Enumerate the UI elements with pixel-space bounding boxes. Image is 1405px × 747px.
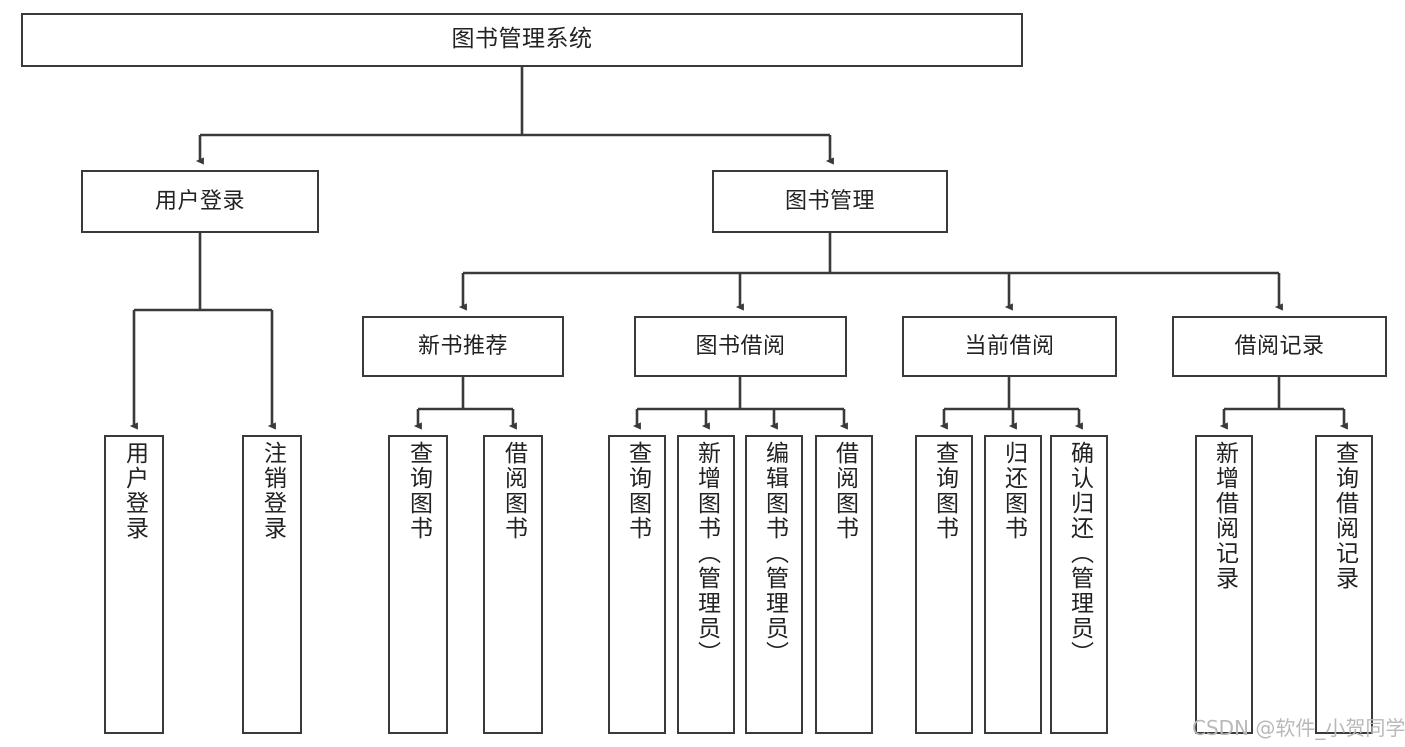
leaf-new-book-query[interactable]: 查询图书 [388, 435, 448, 734]
leaf-new-book-borrow[interactable]: 借阅图书 [483, 435, 543, 734]
node-label: 新书推荐 [417, 333, 508, 359]
leaf-return-book[interactable]: 归还图书 [984, 435, 1042, 734]
leaf-logout[interactable]: 注销登录 [242, 435, 302, 734]
node-label: 借阅图书 [831, 441, 858, 541]
node-book-management[interactable]: 图书管理 [712, 170, 948, 233]
node-label: 注销登录 [259, 441, 286, 541]
node-label: 查询借阅记录 [1331, 441, 1358, 591]
node-user-login[interactable]: 用户登录 [81, 170, 319, 233]
node-label: 编辑图书（管理员） [761, 441, 788, 666]
node-root-system[interactable]: 图书管理系统 [21, 13, 1023, 67]
node-label: 借阅图书 [500, 441, 527, 541]
node-label: 用户登录 [121, 441, 148, 541]
leaf-borrow-book[interactable]: 借阅图书 [815, 435, 873, 734]
node-label: 图书借阅 [695, 333, 786, 359]
node-label: 归还图书 [1000, 441, 1027, 541]
node-label: 查询图书 [624, 441, 651, 541]
leaf-query-borrow-record[interactable]: 查询借阅记录 [1315, 435, 1373, 734]
node-label: 图书管理系统 [451, 26, 593, 53]
leaf-borrow-query-book[interactable]: 查询图书 [608, 435, 666, 734]
leaf-user-login[interactable]: 用户登录 [104, 435, 164, 734]
node-label: 新增借阅记录 [1211, 441, 1238, 591]
node-label: 查询图书 [931, 441, 958, 541]
node-borrow-record[interactable]: 借阅记录 [1172, 316, 1387, 377]
leaf-edit-book-admin[interactable]: 编辑图书（管理员） [745, 435, 803, 734]
node-new-book-recommend[interactable]: 新书推荐 [362, 316, 564, 377]
leaf-add-book-admin[interactable]: 新增图书（管理员） [677, 435, 735, 734]
leaf-add-borrow-record[interactable]: 新增借阅记录 [1195, 435, 1253, 734]
node-label: 当前借阅 [964, 333, 1055, 359]
node-label: 借阅记录 [1234, 333, 1325, 359]
node-current-borrow[interactable]: 当前借阅 [902, 316, 1117, 377]
node-label: 查询图书 [405, 441, 432, 541]
leaf-current-query-book[interactable]: 查询图书 [915, 435, 973, 734]
node-label: 新增图书（管理员） [693, 441, 720, 666]
leaf-confirm-return-admin[interactable]: 确认归还（管理员） [1050, 435, 1108, 734]
node-label: 确认归还（管理员） [1066, 441, 1093, 666]
node-book-borrow[interactable]: 图书借阅 [634, 316, 847, 377]
node-label: 用户登录 [154, 188, 245, 214]
watermark-text: CSDN @软件_小贺同学 [1192, 716, 1405, 740]
node-label: 图书管理 [784, 188, 875, 214]
